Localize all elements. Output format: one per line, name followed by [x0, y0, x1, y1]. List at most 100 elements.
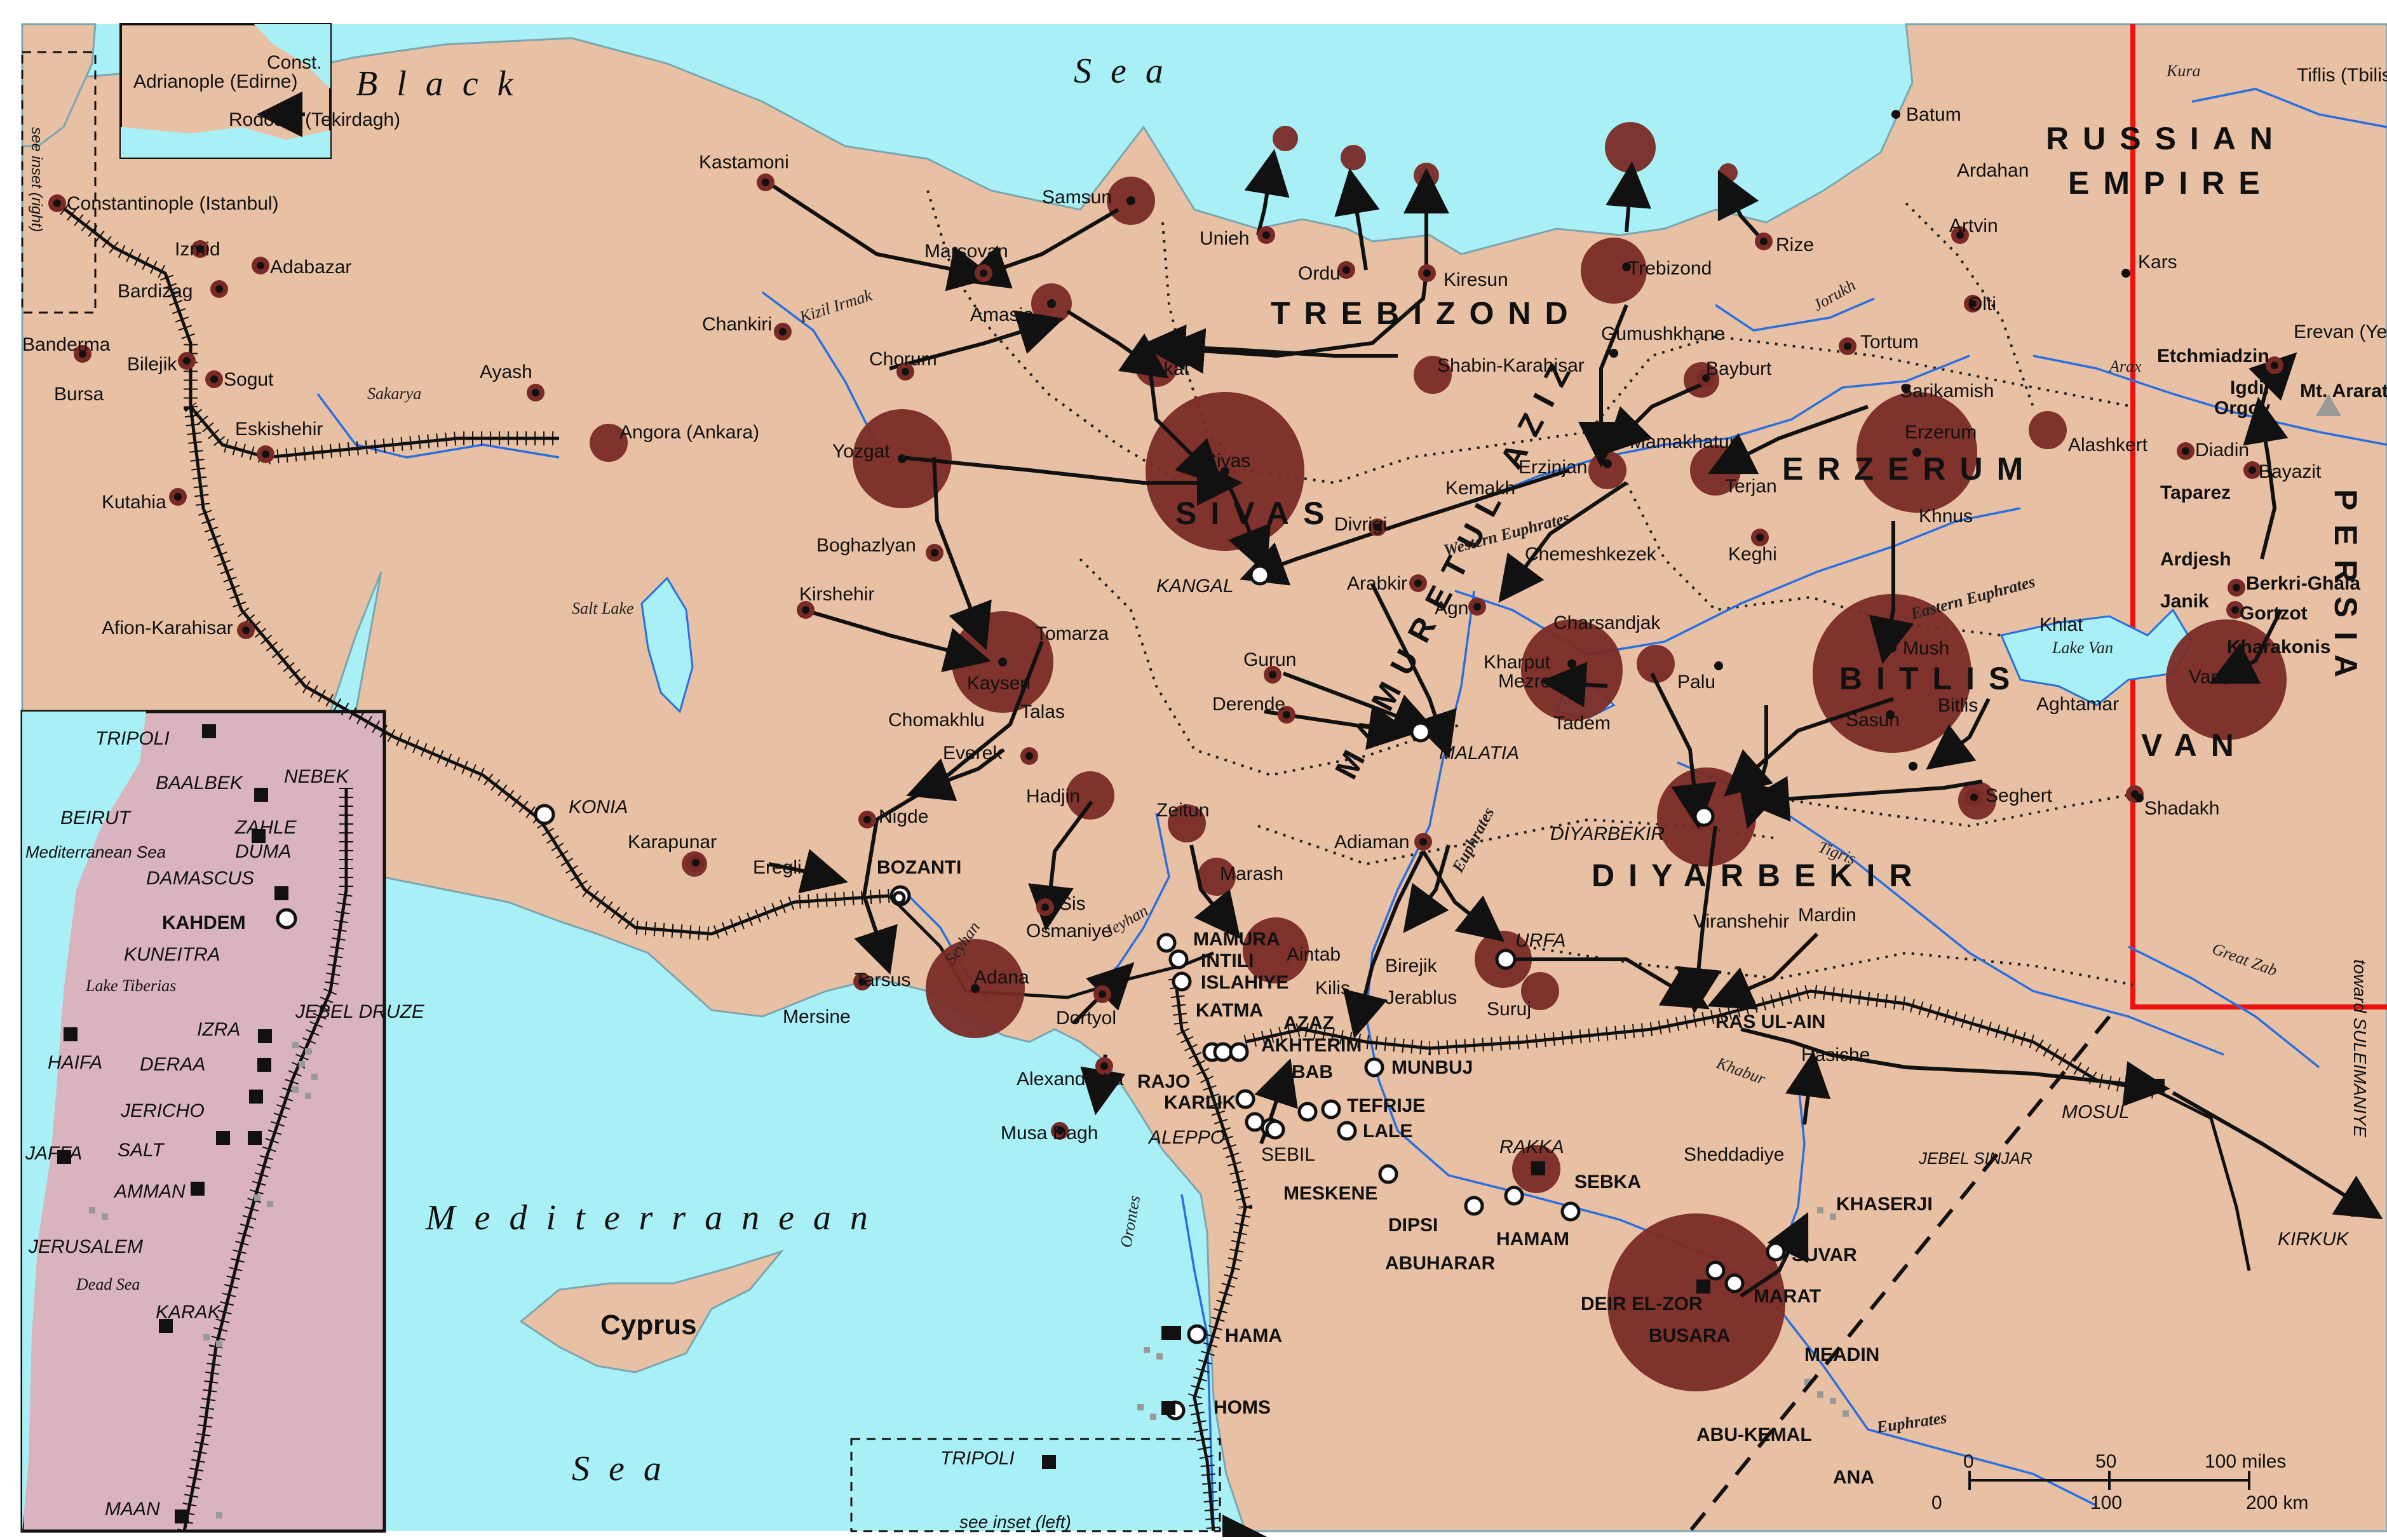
river-label-arax: Arax	[2108, 357, 2142, 375]
river-label-kura: Kura	[2166, 62, 2200, 80]
place-viranshehir: Viranshehir	[1693, 911, 1789, 932]
place-nigde: Nigde	[879, 806, 928, 827]
place-izmid: Izmid	[175, 239, 220, 260]
place-tokat: Tokat	[1144, 358, 1189, 379]
place-erevan: Erevan (Yerevan)	[2294, 321, 2387, 342]
place-kharakonis: Kharakonis	[2227, 637, 2330, 658]
place-bilejik: Bilejik	[127, 354, 177, 375]
place-hadjin: Hadjin	[1026, 786, 1080, 807]
place-aleppo: ALEPPO	[1147, 1127, 1225, 1148]
inset-labels: TRIPOLI BAALBEK NEBEK BEIRUT ZAHLE DUMA …	[25, 728, 425, 1520]
lake-label-van: Lake Van	[2052, 638, 2113, 657]
place-mardin: Mardin	[1798, 905, 1856, 926]
place-abu-kemal: ABU-KEMAL	[1696, 1424, 1812, 1445]
place-tiflis: Tiflis (Tbilisi)	[2297, 65, 2387, 86]
place-tadem: Tadem	[1553, 713, 1611, 734]
region-label-persia: PERSIA	[2328, 489, 2363, 691]
place-meskene: MESKENE	[1283, 1183, 1377, 1204]
place-orgov: Orgov	[2214, 398, 2271, 419]
place-eskishehir: Eskishehir	[235, 419, 323, 440]
scale-km-0: 0	[1931, 1492, 1942, 1513]
place-agn: Agn	[1435, 598, 1468, 619]
place-adrianople: Adrianople (Edirne)	[133, 71, 297, 92]
place-divrigi: Divrigi	[1334, 514, 1387, 535]
inset-tripoli: TRIPOLI	[95, 728, 170, 749]
inset-karak: KARAK	[156, 1302, 222, 1323]
inset-thrace-sea	[121, 127, 330, 158]
inset-duma: DUMA	[235, 841, 291, 862]
place-tarsus: Tarsus	[855, 969, 910, 990]
place-tortum: Tortum	[1860, 332, 1919, 353]
inset-deraa: DERAA	[140, 1054, 205, 1075]
land-mass	[21, 23, 2387, 1532]
inset-jaffa: JAFFA	[25, 1143, 82, 1164]
place-chankiri: Chankiri	[702, 314, 772, 335]
place-intili: INTILI	[1201, 950, 1254, 971]
place-alexandretta: Alexandretta	[1017, 1069, 1124, 1090]
place-chomakhlu: Chomakhlu	[888, 710, 985, 731]
inset-lake-tiberias: Lake Tiberias	[85, 976, 176, 995]
place-shabin: Shabin-Karahisar	[1437, 355, 1585, 376]
place-erzinjan: Erzinjan	[1518, 457, 1587, 478]
place-sasun: Sasun	[1846, 710, 1900, 731]
place-keghi: Keghi	[1728, 544, 1777, 565]
cyprus-island	[519, 1250, 785, 1374]
scale-bar: 0 50 100 miles 0 100 200 km	[1931, 1451, 2308, 1513]
inset-thrace-sea-n	[254, 24, 330, 89]
place-dortyol: Dortyol	[1056, 1008, 1116, 1029]
place-kirkuk: KIRKUK	[2278, 1229, 2350, 1250]
scale-miles-50: 50	[2095, 1451, 2116, 1472]
place-charsandjak: Charsandjak	[1553, 612, 1661, 633]
note-see-inset-right: see inset (right)	[28, 127, 45, 232]
place-bayburt: Bayburt	[1706, 358, 1772, 379]
place-munbuj: MUNBUJ	[1391, 1057, 1473, 1078]
inset-damascus: DAMASCUS	[146, 868, 254, 889]
place-kiresun: Kiresun	[1444, 269, 1508, 290]
inset-baalbek: BAALBEK	[156, 773, 244, 794]
place-diadin: Diadin	[2195, 440, 2249, 461]
place-marash: Marash	[1220, 863, 1283, 884]
place-deir: DEIR EL-ZOR	[1581, 1293, 1703, 1314]
place-rakka: RAKKA	[1499, 1137, 1564, 1158]
place-adiaman: Adiaman	[1334, 832, 1409, 853]
place-adana: Adana	[974, 967, 1029, 988]
place-kemakh: Kemakh	[1445, 478, 1515, 499]
place-sheddadiye: Sheddadiye	[1684, 1144, 1784, 1165]
place-urfa: URFA	[1515, 930, 1565, 951]
region-label-russian-1: RUSSIAN	[2046, 121, 2287, 156]
russian-border	[2130, 24, 2387, 1010]
place-karapunar: Karapunar	[628, 832, 717, 853]
place-rajo: RAJO	[1137, 1071, 1190, 1092]
place-boghazlyan: Boghazlyan	[816, 535, 916, 556]
place-busara: BUSARA	[1649, 1325, 1730, 1346]
place-ana: ANA	[1833, 1467, 1874, 1488]
region-label-van: VAN	[2141, 727, 2248, 763]
place-igdir: Igdir	[2230, 377, 2271, 398]
place-eregli: Eregli	[753, 857, 802, 878]
transit-camps	[276, 564, 1786, 1421]
place-bitlis-town: Bitlis	[1938, 695, 1978, 716]
place-birejik: Birejik	[1385, 956, 1438, 976]
place-homs: HOMS	[1214, 1397, 1271, 1418]
mountain-icon	[2316, 394, 2341, 416]
place-janik: Janik	[2160, 591, 2209, 612]
place-gurun: Gurun	[1243, 649, 1296, 670]
place-sebka: SEBKA	[1574, 1172, 1641, 1192]
inset-zahle: ZAHLE	[234, 817, 297, 838]
place-sogut: Sogut	[224, 369, 274, 390]
place-mt-ararat: Mt. Ararat	[2300, 381, 2387, 402]
region-label-bitlis: BITLIS	[1839, 661, 2024, 696]
place-tripoli-main: TRIPOLI	[940, 1448, 1015, 1469]
place-meadin: MEADIN	[1804, 1344, 1879, 1365]
place-khnus: Khnus	[1919, 506, 1973, 527]
place-abuharar: ABUHARAR	[1385, 1253, 1496, 1274]
killing-sites	[57, 724, 2365, 1523]
place-suvar: SUVAR	[1792, 1245, 1857, 1266]
place-ayash: Ayash	[480, 361, 532, 382]
place-batum: Batum	[1906, 104, 1961, 125]
place-chorum: Chorum	[869, 349, 937, 370]
place-aintab: Aintab	[1287, 944, 1341, 965]
place-rodosto: Rodosto (Tekirdagh)	[229, 109, 400, 130]
place-bardizag: Bardizag	[118, 281, 193, 302]
